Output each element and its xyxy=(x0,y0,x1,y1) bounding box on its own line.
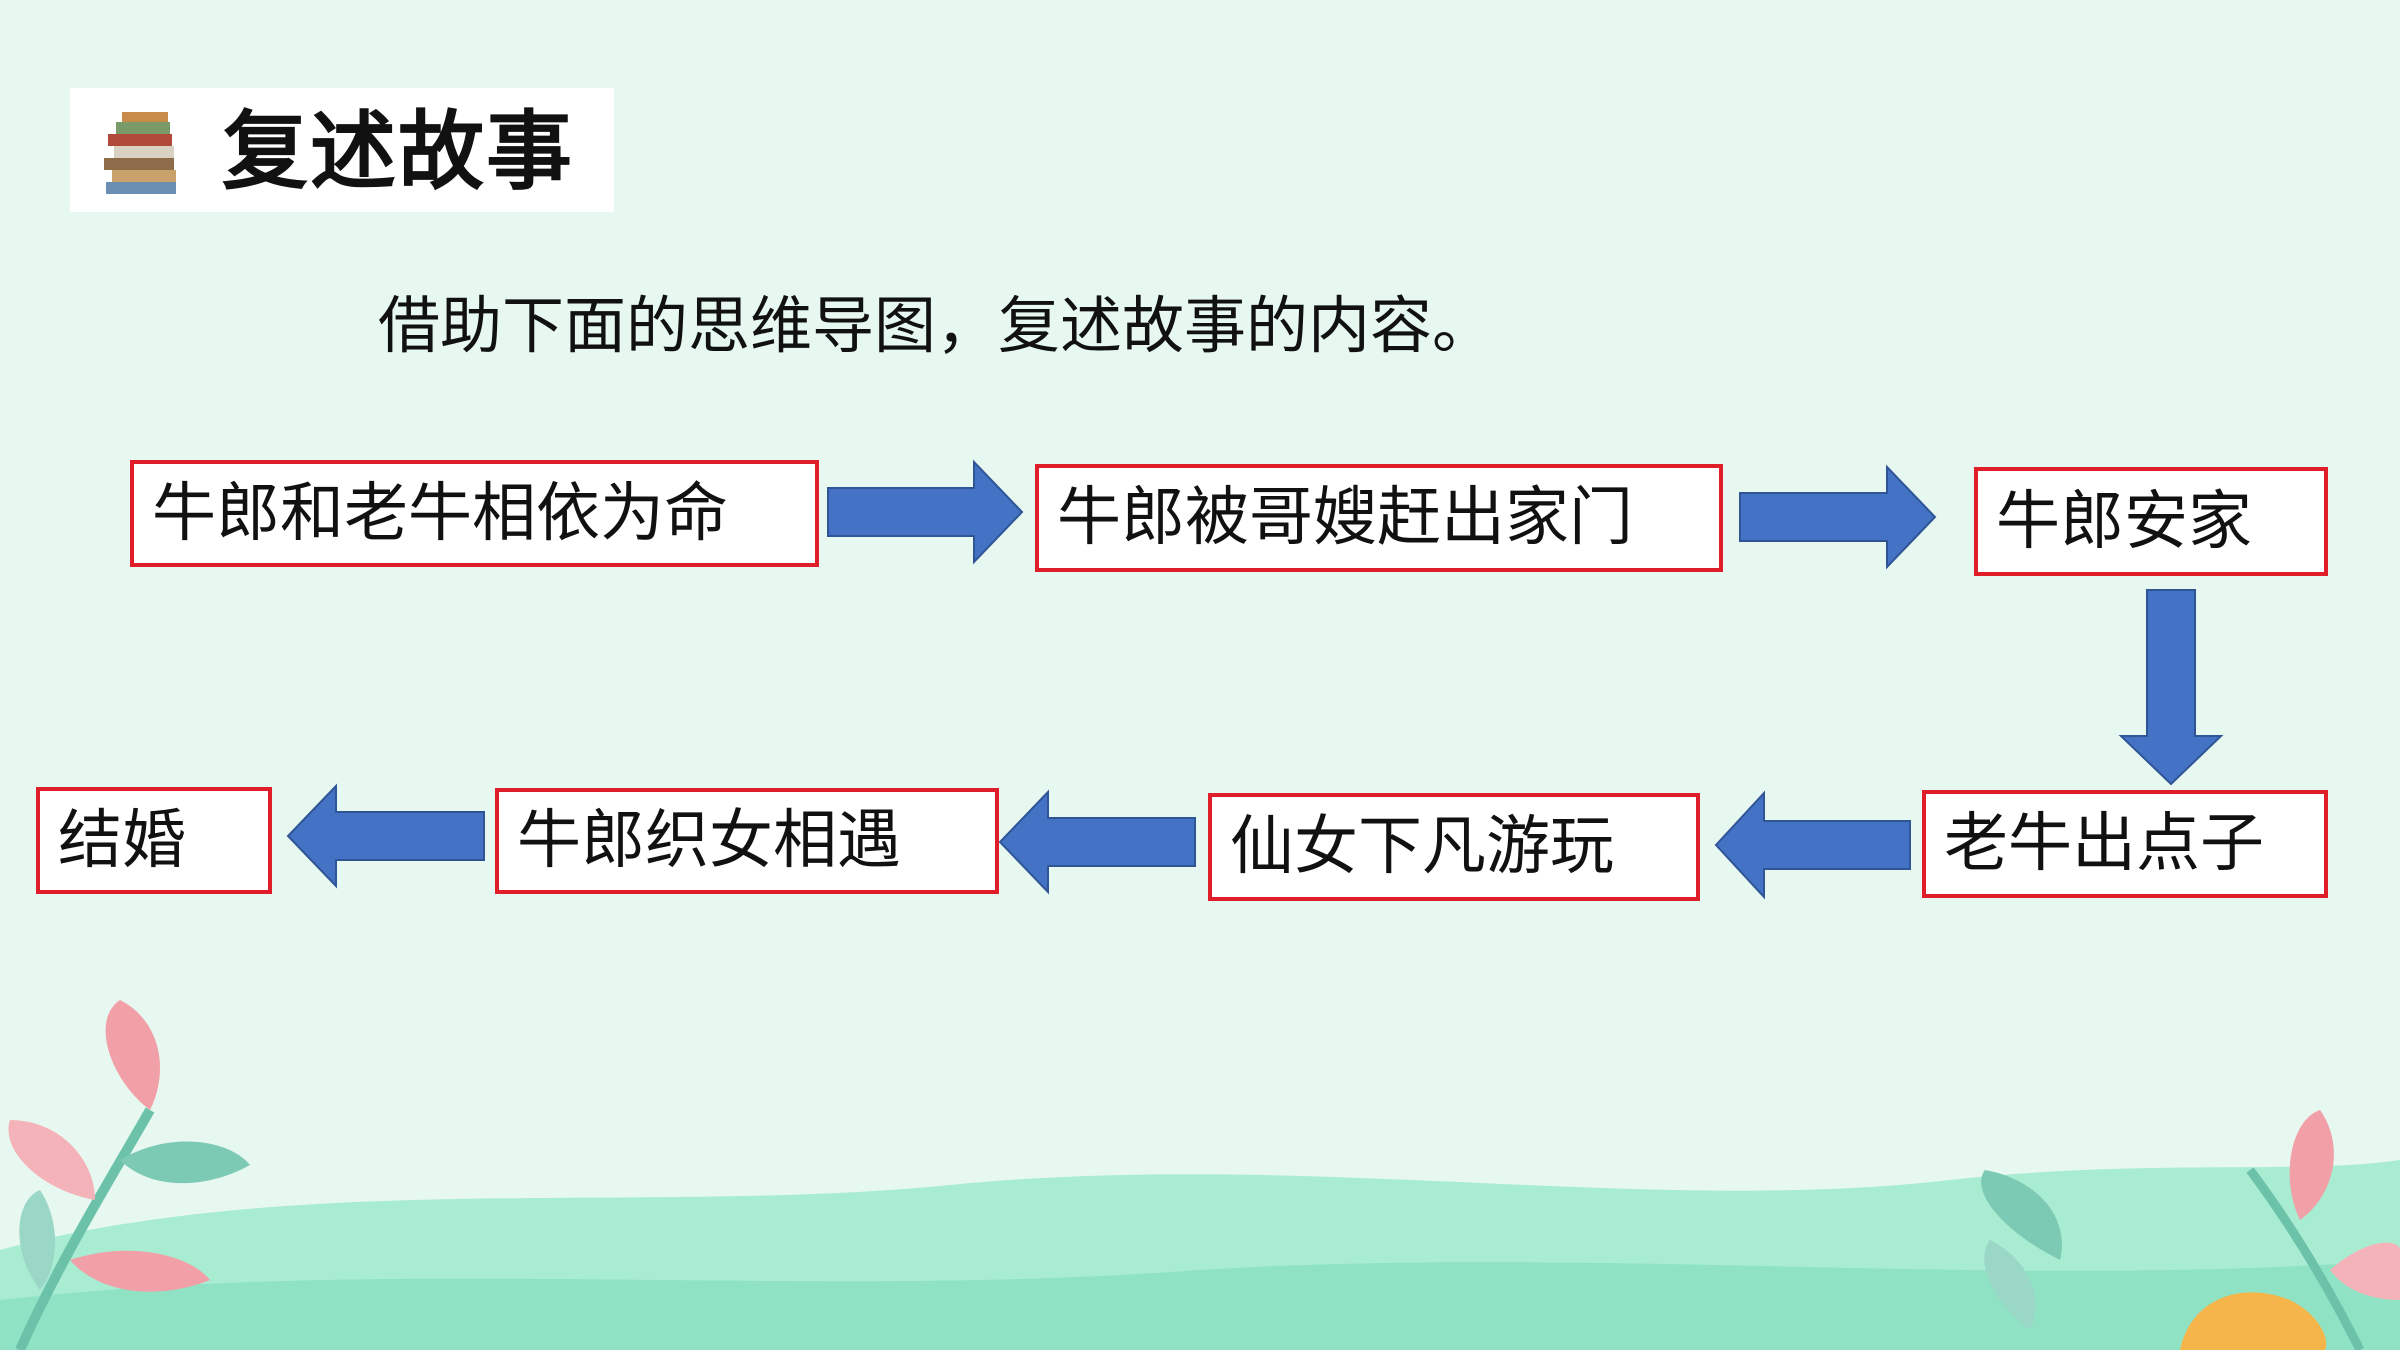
instruction-text: 借助下面的思维导图，复述故事的内容。 xyxy=(378,289,1495,362)
flow-arrow-right-2 xyxy=(1739,464,1937,570)
books-stack-icon xyxy=(104,112,176,194)
left-leaf-pink-1 xyxy=(105,1000,160,1110)
flow-node-5: 仙女下凡游玩 xyxy=(1208,793,1700,901)
right-leaf-green-2 xyxy=(1984,1240,2036,1330)
page-title: 复述故事 xyxy=(222,102,574,202)
flow-node-6: 牛郎织女相遇 xyxy=(495,788,999,894)
flow-node-2: 牛郎被哥嫂赶出家门 xyxy=(1035,464,1723,572)
right-stem xyxy=(2246,1167,2365,1350)
flow-arrow-left-5 xyxy=(998,789,1196,895)
left-leaf-green-1 xyxy=(120,1141,250,1184)
left-stem xyxy=(15,1107,155,1350)
left-leaf-green-2 xyxy=(19,1190,56,1290)
right-leaf-green-1 xyxy=(1981,1170,2062,1260)
flow-node-3: 牛郎安家 xyxy=(1974,467,2328,576)
flow-node-4: 老牛出点子 xyxy=(1922,790,2328,898)
left-leaf-pink-2 xyxy=(8,1120,95,1200)
left-leaf-pink-3 xyxy=(70,1250,210,1292)
flow-arrow-left-4 xyxy=(1714,790,1911,900)
flow-node-7: 结婚 xyxy=(36,787,272,894)
flow-node-1: 牛郎和老牛相依为命 xyxy=(130,460,819,567)
flow-arrow-left-6 xyxy=(286,783,485,889)
flow-arrow-down-3 xyxy=(2118,589,2224,786)
hill-front xyxy=(0,1260,2400,1350)
flow-arrow-right-1 xyxy=(827,459,1024,565)
right-accent-orange xyxy=(2180,1292,2327,1350)
right-leaf-pink-2 xyxy=(2330,1242,2400,1300)
right-leaf-pink-1 xyxy=(2289,1110,2334,1220)
